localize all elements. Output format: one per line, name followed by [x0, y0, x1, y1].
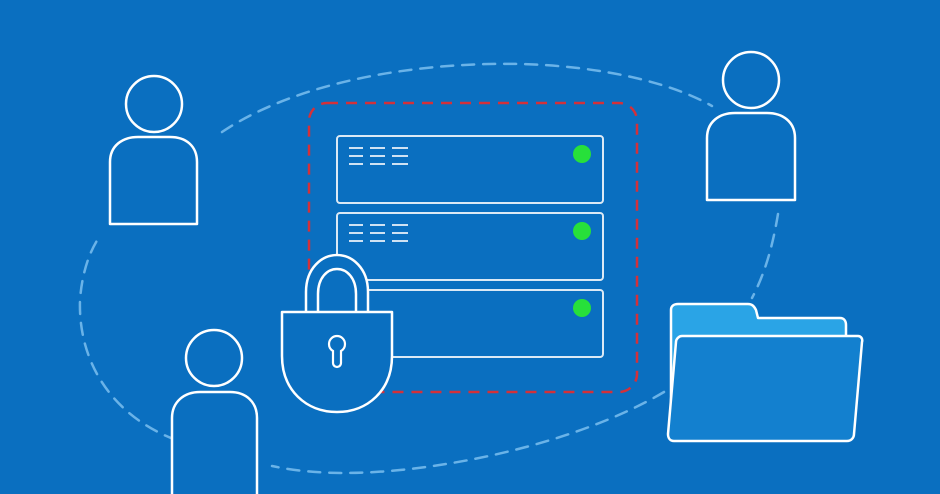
server-unit-2-vents [349, 224, 408, 242]
padlock-body [280, 310, 394, 414]
padlock-icon [280, 253, 394, 414]
server-unit-2-status-led [573, 222, 591, 240]
server-unit-1-vents [349, 147, 408, 165]
folder-icon [666, 302, 864, 443]
server-unit-3-status-led [573, 299, 591, 317]
user-head [721, 50, 781, 110]
user-icon [108, 74, 199, 226]
user-body [108, 135, 199, 226]
server-unit-2 [336, 212, 604, 281]
user-icon [170, 328, 259, 494]
server-unit-1-status-led [573, 145, 591, 163]
user-icon [705, 50, 797, 202]
server-unit-1 [336, 135, 604, 204]
security-zone-dashed [307, 101, 639, 394]
keyhole-icon [327, 334, 347, 369]
user-body [170, 390, 259, 494]
user-head [184, 328, 244, 388]
folder-front [666, 334, 864, 443]
user-body [705, 111, 797, 202]
network-boundary-dashed [78, 62, 780, 475]
padlock-shackle [304, 253, 370, 318]
server-rack-icon [336, 135, 604, 358]
user-head [124, 74, 184, 134]
